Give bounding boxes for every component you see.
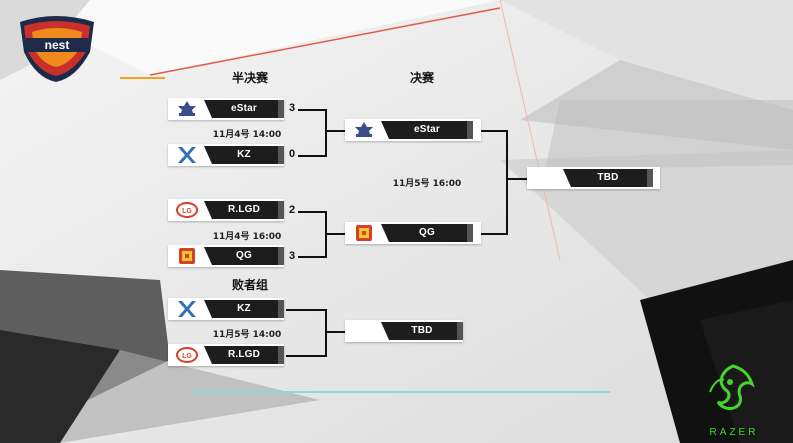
final-team-a-slot[interactable]: eStar (345, 119, 481, 141)
svg-text:LG: LG (182, 208, 192, 215)
bracket-connector (481, 233, 507, 235)
bracket-connector (325, 331, 345, 333)
team-name: eStar (381, 121, 473, 139)
estar-logo-icon (178, 101, 196, 116)
losers-time: 11月5号 14:00 (212, 330, 282, 340)
semifinal2-team-b-score: 3 (289, 250, 296, 262)
bracket-connector (325, 233, 345, 235)
semifinal1-team-b-score: 0 (289, 148, 296, 160)
bracket-connector (298, 155, 326, 157)
semifinal2-team-b-slot[interactable]: QG (168, 245, 284, 267)
svg-text:nest: nest (45, 38, 70, 52)
team-name: QG (204, 247, 284, 265)
team-name: eStar (204, 100, 284, 118)
kz-logo-icon (178, 147, 196, 163)
semifinal-title: 半决赛 (231, 71, 269, 85)
bracket-connector (298, 256, 326, 258)
razer-wordmark: RAZER (709, 427, 759, 438)
losers-winner-slot[interactable]: TBD (345, 320, 463, 342)
team-name: R.LGD (204, 346, 284, 364)
semifinal2-team-a-score: 2 (289, 204, 296, 216)
bracket-connector (325, 109, 327, 157)
team-name: TBD (381, 322, 463, 340)
bracket-connector (506, 178, 527, 180)
rlgd-logo-icon: LG (176, 347, 198, 363)
bracket-connector (325, 309, 327, 357)
bracket-connector (286, 309, 326, 311)
final-time: 11月5号 16:00 (392, 179, 462, 189)
team-name: QG (381, 224, 473, 242)
estar-logo-icon (355, 122, 373, 137)
bracket-connector (481, 130, 507, 132)
losers-team-b-slot[interactable]: LG R.LGD (168, 344, 284, 366)
team-name: TBD (563, 169, 653, 187)
semifinal1-team-a-slot[interactable]: eStar (168, 98, 284, 120)
team-name: R.LGD (204, 201, 284, 219)
semifinal1-team-a-score: 3 (289, 102, 296, 114)
bracket-connector (325, 130, 345, 132)
qg-logo-icon (179, 248, 195, 264)
team-name: KZ (204, 146, 284, 164)
bracket-connector (286, 355, 326, 357)
losers-team-a-slot[interactable]: KZ (168, 298, 284, 320)
bracket-connector (298, 211, 326, 213)
bracket-connector (298, 109, 326, 111)
semifinal1-team-b-slot[interactable]: KZ (168, 144, 284, 166)
nest-logo-icon: nest (20, 16, 94, 82)
final-team-b-slot[interactable]: QG (345, 222, 481, 244)
semifinal2-time: 11月4号 16:00 (212, 232, 282, 242)
razer-logo-icon (709, 364, 755, 411)
bracket-connector (506, 130, 508, 235)
semifinal2-team-a-slot[interactable]: LG R.LGD (168, 199, 284, 221)
kz-logo-icon (178, 301, 196, 317)
champion-slot[interactable]: TBD (527, 167, 660, 189)
semifinal1-time: 11月4号 14:00 (212, 130, 282, 140)
rlgd-logo-icon: LG (176, 202, 198, 218)
losers-bracket-title: 败者组 (231, 278, 269, 292)
qg-logo-icon (356, 225, 372, 241)
svg-text:LG: LG (182, 353, 192, 360)
team-name: KZ (204, 300, 284, 318)
final-title: 决赛 (409, 71, 435, 85)
